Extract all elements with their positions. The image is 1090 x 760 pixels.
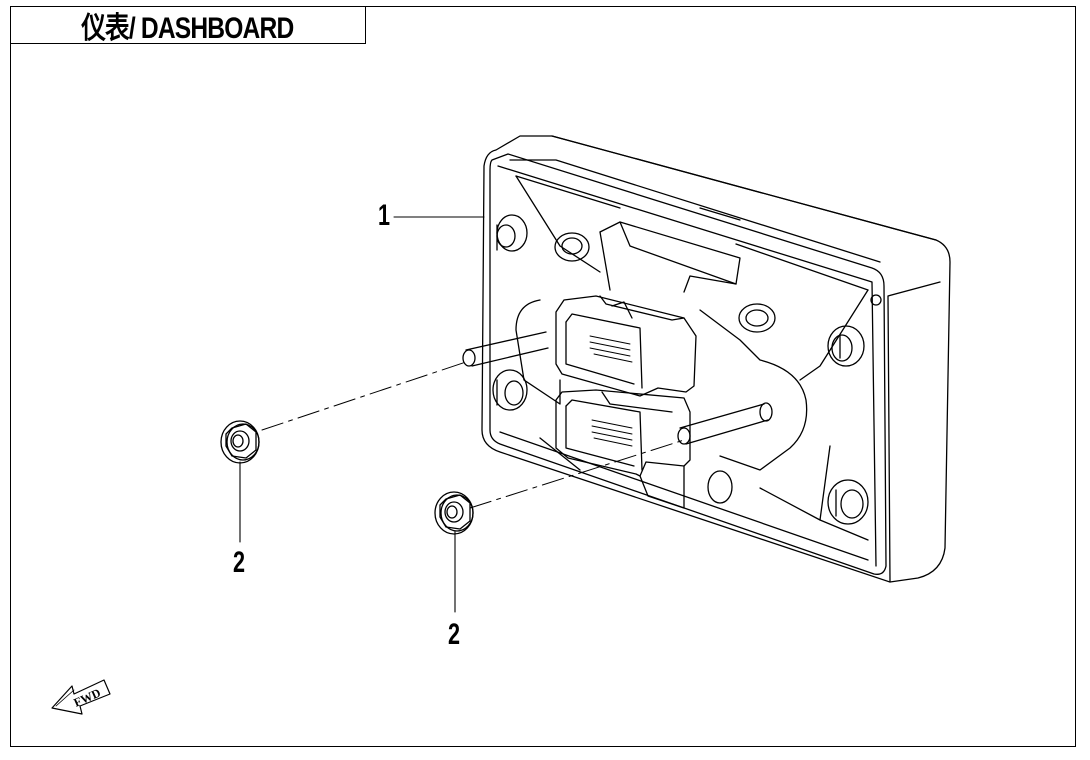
mounting-stud-upper	[462, 331, 549, 367]
mounting-boss-bottom-inner	[707, 470, 733, 504]
fwd-arrow-icon: FWD	[51, 679, 111, 715]
upper-connector	[555, 295, 697, 397]
mounting-boss-bottom-right	[827, 479, 869, 525]
drawing-frame	[10, 6, 1076, 747]
flange-nut-right	[434, 491, 474, 535]
callout-part-2-right: 2	[448, 618, 461, 651]
mounting-boss-mid-right	[738, 303, 776, 333]
flange-nut-left	[220, 420, 260, 464]
mounting-boss-top-left	[496, 214, 528, 252]
fwd-label: FWD	[72, 685, 104, 709]
callout-part-1: 1	[378, 199, 391, 232]
mounting-boss-top-right	[827, 325, 865, 367]
mounting-boss-top-inner	[554, 232, 590, 262]
lower-connector	[555, 389, 691, 509]
title-block: 仪表/ DASHBOARD	[10, 6, 366, 45]
dashboard-housing	[462, 135, 951, 583]
mounting-stud-lower	[677, 402, 773, 445]
mounting-boss-bottom-left	[492, 369, 528, 411]
assembly-axis-upper	[261, 361, 467, 431]
screw-hole	[870, 294, 882, 306]
callout-part-2-left: 2	[233, 546, 246, 579]
page-title: 仪表/ DASHBOARD	[81, 11, 294, 45]
